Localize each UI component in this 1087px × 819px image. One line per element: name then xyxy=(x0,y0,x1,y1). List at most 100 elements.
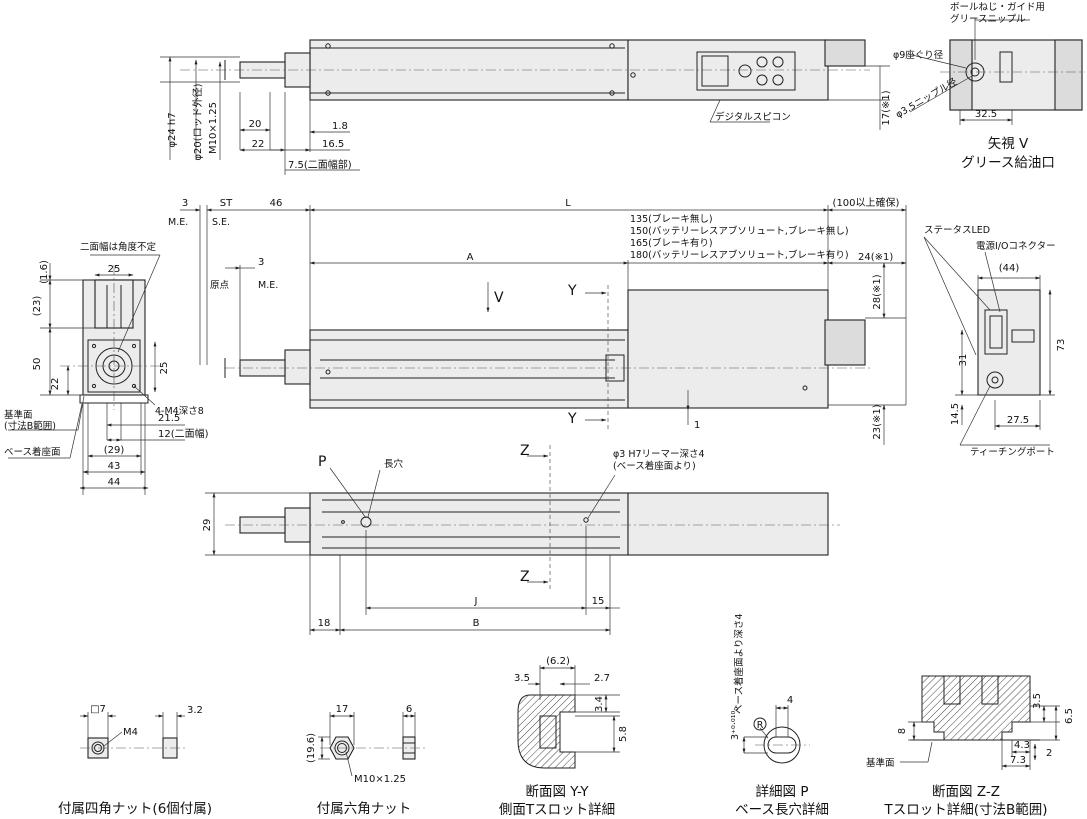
thread-m4: M4 xyxy=(123,727,138,738)
dim-46: 46 xyxy=(270,198,283,209)
view-v-subcaption: グリース給油口 xyxy=(961,155,1055,171)
dim-7-3: 7.3 xyxy=(1010,755,1026,766)
dim-3-5-z: 3.5 xyxy=(1032,693,1043,709)
detail-mark-p: P xyxy=(318,454,326,470)
hex-nut-detail: 17 6 (19.6) M10×1.25 付属六角ナット xyxy=(306,704,425,817)
dim-22: 22 xyxy=(252,139,265,150)
power-io-connector-label: 電源I/Oコネクター xyxy=(976,241,1056,252)
dim-44-right: (44) xyxy=(999,263,1020,274)
dim-3-5-y: 3.5 xyxy=(514,673,530,684)
dim-3-tolerance: 3⁺⁰·⁰¹⁰₀ xyxy=(730,707,741,740)
dim-4-p: 4 xyxy=(787,695,793,706)
brake-note-4: 180(バッテリーレスアブソリュート,ブレーキ有り) xyxy=(630,249,849,261)
dim-15: 15 xyxy=(592,596,605,607)
status-led-label: ステータスLED xyxy=(924,225,990,236)
brake-note-2: 150(バッテリーレスアブソリュート,ブレーキ無し) xyxy=(630,225,849,237)
dim-50: 50 xyxy=(32,358,43,371)
detail-p-caption: 詳細図 P xyxy=(756,784,809,800)
section-z-z: 8 3.5 6.5 4.3 2 7.3 基準面 断面図 Z-Z Tスロット詳細(… xyxy=(866,675,1075,818)
base-seat-face-label: ベース着座面 xyxy=(4,446,61,458)
mechanical-end-1: M.E. xyxy=(168,217,188,228)
origin-label: 原点 xyxy=(210,280,230,291)
section-z-subcaption: Tスロット詳細(寸法B範囲) xyxy=(883,802,1047,818)
dim-6-5: 6.5 xyxy=(1064,708,1075,724)
dim-J: J xyxy=(474,596,478,607)
dim-5-8: 5.8 xyxy=(618,726,629,742)
dim-23-end: (23) xyxy=(32,296,43,317)
section-mark-y-top: Y xyxy=(567,283,577,299)
grease-nipple-label-2: グリースニップル xyxy=(950,13,1026,25)
bottom-view: P 長穴 Z Z φ3 H7リーマー深さ4 (ベース着座面より) 29 J 15… xyxy=(202,443,840,635)
tapped-holes-m4: 4-M4深さ8 xyxy=(155,406,204,417)
dim-19-6: (19.6) xyxy=(306,733,317,763)
radius-mark: R xyxy=(757,720,764,731)
dim-3-4: 3.4 xyxy=(594,696,605,712)
dim-1-6: (1.6) xyxy=(39,260,50,284)
dim-22-end: 22 xyxy=(50,378,61,391)
dim-3-2: 3.2 xyxy=(187,705,203,716)
view-v-grease-port: ボールねじ・ガイド用 グリースニップル φ9座ぐり径 φ3.5ニップル径 32.… xyxy=(893,2,1085,171)
dim-27-5: 27.5 xyxy=(1007,415,1029,426)
top-view: 20 22 1.8 16.5 7.5(二面幅部) 17(※1) φ24 h7 φ… xyxy=(160,39,892,175)
brake-note-3: 165(ブレーキ有り) xyxy=(630,237,713,249)
dim-stroke: ST xyxy=(220,198,233,209)
digital-speed-controller xyxy=(696,51,796,91)
dim-L: L xyxy=(565,198,571,209)
side-view: 3 ST 46 L (100以上確保) M.E. S.E. 原点 M.E. 3 … xyxy=(168,196,907,445)
stroke-end: S.E. xyxy=(212,217,230,228)
reference-face-label: 基準面 xyxy=(4,409,33,421)
dim-12-two-face: 12(二面幅) xyxy=(158,427,209,440)
section-mark-y-bottom: Y xyxy=(567,411,577,427)
dim-44: 44 xyxy=(108,477,121,488)
dim-6-2: (6.2) xyxy=(546,656,570,667)
grease-nipple-label-1: ボールねじ・ガイド用 xyxy=(950,2,1045,13)
dim-2-7: 2.7 xyxy=(594,673,610,684)
dim-28-note: 28(※1) xyxy=(872,274,883,309)
section-mark-z-top: Z xyxy=(520,443,530,459)
dim-73: 73 xyxy=(1056,339,1067,352)
dim-B: B xyxy=(473,618,480,629)
dim-17-hex: 17 xyxy=(336,704,349,715)
dim-20: 20 xyxy=(249,119,262,130)
dim-6-hex: 6 xyxy=(406,704,412,715)
dim-16-5: 16.5 xyxy=(322,139,344,150)
view-v-caption: 矢視 V xyxy=(988,136,1029,152)
hex-nut-caption: 付属六角ナット xyxy=(317,801,412,817)
detail-p-subcaption: ベース長穴詳細 xyxy=(735,802,829,818)
dim-A: A xyxy=(467,252,474,263)
square-nut-caption: 付属四角ナット(6個付属) xyxy=(58,801,212,817)
dim-3b: 3 xyxy=(258,257,264,268)
dim-17-note: 17(※1) xyxy=(881,90,892,125)
dim-thread: M10×1.25 xyxy=(208,102,219,154)
right-end-view: ステータスLED 電源I/Oコネクター (44) 31 73 14.5 27.5… xyxy=(923,225,1067,458)
mechanical-end-2: M.E. xyxy=(258,280,278,291)
reference-face-z: 基準面 xyxy=(866,757,895,769)
dim-4-3: 4.3 xyxy=(1014,740,1030,751)
reference-face-sub: (寸法B範囲) xyxy=(4,420,56,432)
brake-note-1: 135(ブレーキ無し) xyxy=(630,213,713,225)
dim-7-5-two-face: 7.5(二面幅部) xyxy=(288,158,352,171)
counterbore-diameter: φ9座ぐり径 xyxy=(893,49,944,61)
square-nut-detail: □7 M4 3.2 付属四角ナット(6個付属) xyxy=(58,704,212,817)
end-view: 二面幅は角度不定 (1.6) 25 (23) 50 22 25 4-M4深さ8 … xyxy=(4,241,209,495)
dim-2-z: 2 xyxy=(1046,748,1052,759)
section-y-y: (6.2) 3.5 2.7 3.4 5.8 断面図 Y-Y 側面Tスロット詳細 xyxy=(499,656,629,818)
digital-speed-controller-label: デジタルスピコン xyxy=(715,111,791,123)
dim-3: 3 xyxy=(182,198,188,209)
dim-1: 1 xyxy=(694,420,700,431)
long-hole-label: 長穴 xyxy=(384,458,404,470)
teaching-port-label: ティーチングポート xyxy=(970,446,1055,458)
thread-m10: M10×1.25 xyxy=(354,774,406,785)
reamer-hole-label: φ3 H7リーマー深さ4 xyxy=(613,449,705,460)
view-arrow-v: V xyxy=(494,290,504,306)
reamer-hole-sub: (ベース着座面より) xyxy=(613,460,696,472)
dim-8-z: 8 xyxy=(897,728,908,734)
dim-14-5: 14.5 xyxy=(950,403,961,425)
dim-29-bottom: 29 xyxy=(202,519,213,532)
dim-25-top: 25 xyxy=(108,264,121,275)
dim-29-end: (29) xyxy=(104,445,125,456)
dim-25-right: 25 xyxy=(159,362,170,375)
dim-1-8: 1.8 xyxy=(332,121,348,132)
dim-31: 31 xyxy=(958,354,969,367)
dim-21-5: 21.5 xyxy=(158,413,180,424)
